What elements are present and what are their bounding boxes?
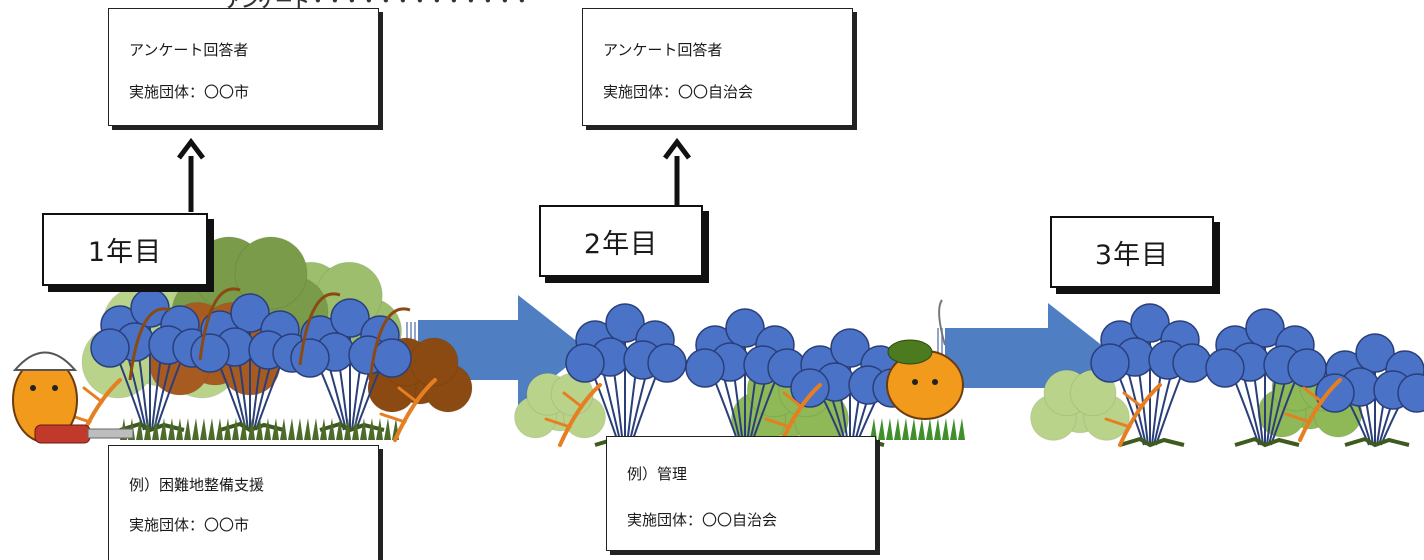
survey-box-2-title: アンケート回答者 [603,41,723,59]
fern [1284,378,1342,442]
survey-box-2: アンケート回答者 実施団体：〇〇自治会 [582,8,853,126]
blue-tree [685,308,807,448]
grass [120,418,399,440]
survey-box-1: アンケート回答者 実施団体：〇〇市 [108,8,379,126]
vine [198,287,241,361]
survey-box-2-org: 実施団体：〇〇自治会 [603,83,754,101]
blue-tree [1205,308,1327,448]
example-box-1: 例）困難地整備支援 実施団体：〇〇市 [108,445,379,560]
example-box-1-org: 実施団体：〇〇市 [129,516,250,534]
blue-tree [290,298,412,433]
mascot-worker [12,351,134,444]
vine [298,292,341,366]
example-box-2-org: 実施団体：〇〇自治会 [627,511,778,529]
fern [544,383,602,447]
up-arrow-2 [663,137,691,210]
hat [887,339,933,365]
blue-tree [1315,333,1424,448]
example-box-2: 例）管理 実施団体：〇〇自治会 [606,436,876,551]
fern [1104,383,1162,447]
example-box-1-title: 例）困難地整備支援 [129,476,265,494]
blue-tree [1090,303,1212,448]
up-arrow-1 [177,137,205,212]
helmet [12,351,78,371]
survey-box-1-title: アンケート回答者 [129,41,249,59]
grass [870,418,965,440]
chainsaw [34,424,91,444]
survey-box-1-org: 実施団体：〇〇市 [129,83,250,101]
fern [379,378,437,442]
year-label-2: 2年目 [539,205,703,277]
vine [368,307,411,381]
top-caption: アンケート・・・・・・・・・・・・・ [225,0,745,8]
mascot-mower [886,299,964,420]
vine [128,307,171,381]
year-label-3: 3年目 [1050,216,1214,288]
year-label-1: 1年目 [42,213,208,286]
bush [1030,369,1130,441]
example-box-2-title: 例）管理 [627,465,688,483]
